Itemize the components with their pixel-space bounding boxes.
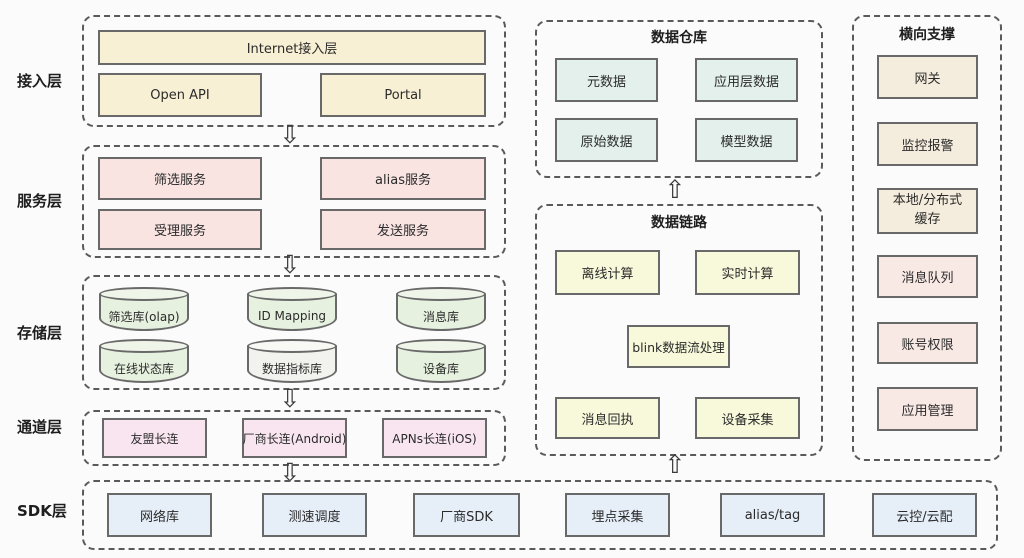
cylinder-top bbox=[247, 339, 337, 353]
gateway-box: 网关 bbox=[877, 55, 978, 99]
cylinder-top bbox=[396, 287, 486, 301]
open-api-box: Open API bbox=[98, 73, 262, 117]
portal-box: Portal bbox=[320, 73, 486, 117]
speed-scheduling-box: 测速调度 bbox=[262, 493, 367, 537]
arrow-up-icon: ⇧ bbox=[664, 450, 686, 479]
cloud-control-box: 云控/云配 bbox=[872, 493, 977, 537]
arrow-down-icon: ⇩ bbox=[279, 384, 301, 413]
cylinder-top bbox=[99, 287, 189, 301]
horizontal-support-title: 横向支撑 bbox=[899, 27, 955, 43]
alias-tag-box: alias/tag bbox=[720, 493, 825, 537]
vendor-sdk-box: 厂商SDK bbox=[413, 493, 520, 537]
service-layer-group bbox=[82, 145, 506, 258]
tracking-collection-box: 埋点采集 bbox=[565, 493, 670, 537]
app-management-box: 应用管理 bbox=[877, 387, 978, 431]
app-layer-data-box: 应用层数据 bbox=[695, 58, 798, 102]
service-layer-label: 服务层 bbox=[17, 192, 63, 210]
cache-box: 本地/分布式 缓存 bbox=[877, 188, 978, 234]
metadata-box: 元数据 bbox=[555, 58, 658, 102]
sdk-layer-label: SDK层 bbox=[17, 502, 67, 520]
access-layer-label: 接入层 bbox=[17, 72, 63, 90]
olap-db-cylinder: 筛选库(olap) bbox=[99, 287, 189, 331]
online-status-db-cylinder: 在线状态库 bbox=[99, 339, 189, 383]
arrow-up-icon: ⇧ bbox=[664, 175, 686, 204]
vendor-connection-box: 厂商长连(Android) bbox=[242, 418, 347, 458]
sdk-layer-group bbox=[82, 480, 998, 550]
apns-connection-box: APNs长连(iOS) bbox=[382, 418, 487, 458]
blink-stream-box: blink数据流处理 bbox=[627, 325, 730, 368]
internet-access-box: Internet接入层 bbox=[98, 30, 486, 65]
arrow-down-icon: ⇩ bbox=[279, 120, 301, 149]
message-queue-box: 消息队列 bbox=[877, 255, 978, 298]
send-service-box: 发送服务 bbox=[320, 209, 486, 250]
filter-service-box: 筛选服务 bbox=[98, 157, 262, 200]
channel-layer-group bbox=[82, 410, 506, 466]
storage-layer-group bbox=[82, 275, 506, 390]
account-permission-box: 账号权限 bbox=[877, 322, 978, 364]
id-mapping-cylinder: ID Mapping bbox=[247, 287, 337, 331]
message-receipt-box: 消息回执 bbox=[555, 397, 660, 439]
network-lib-box: 网络库 bbox=[107, 493, 212, 537]
cylinder-top bbox=[247, 287, 337, 301]
raw-data-box: 原始数据 bbox=[555, 118, 658, 162]
device-db-cylinder: 设备库 bbox=[396, 339, 486, 383]
offline-computing-box: 离线计算 bbox=[555, 250, 660, 295]
alias-service-box: alias服务 bbox=[320, 157, 486, 200]
channel-layer-label: 通道层 bbox=[17, 418, 63, 436]
data-link-title: 数据链路 bbox=[651, 215, 707, 231]
arrow-down-icon: ⇩ bbox=[279, 458, 301, 487]
arrow-down-icon: ⇩ bbox=[279, 250, 301, 279]
accept-service-box: 受理服务 bbox=[98, 209, 262, 250]
device-collection-box: 设备采集 bbox=[695, 397, 800, 439]
data-metrics-db-cylinder: 数据指标库 bbox=[247, 339, 337, 383]
monitoring-alert-box: 监控报警 bbox=[877, 122, 978, 166]
data-warehouse-title: 数据仓库 bbox=[651, 30, 707, 46]
cylinder-top bbox=[99, 339, 189, 353]
horizontal-support-group bbox=[852, 15, 1002, 461]
cylinder-top bbox=[396, 339, 486, 353]
storage-layer-label: 存储层 bbox=[17, 324, 63, 342]
access-layer-group bbox=[82, 15, 506, 127]
cylinder-body bbox=[99, 346, 189, 383]
data-link-group bbox=[535, 204, 823, 456]
youmeng-connection-box: 友盟长连 bbox=[102, 418, 207, 458]
data-warehouse-group bbox=[535, 20, 823, 178]
realtime-computing-box: 实时计算 bbox=[695, 250, 800, 295]
model-data-box: 模型数据 bbox=[695, 118, 798, 162]
message-db-cylinder: 消息库 bbox=[396, 287, 486, 331]
